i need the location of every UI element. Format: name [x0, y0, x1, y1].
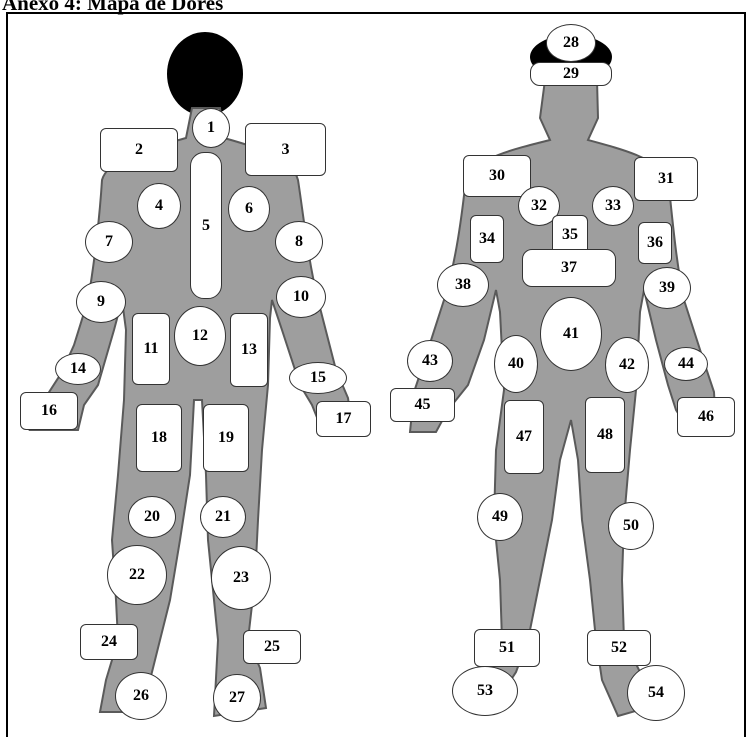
pain-region-51[interactable]: 51 — [474, 629, 540, 667]
pain-region-30[interactable]: 30 — [463, 155, 531, 197]
pain-region-34[interactable]: 34 — [470, 215, 504, 263]
pain-region-40[interactable]: 40 — [494, 335, 538, 393]
back-head-hair — [167, 32, 243, 116]
pain-region-6[interactable]: 6 — [228, 186, 270, 232]
pain-region-38[interactable]: 38 — [437, 263, 489, 307]
pain-region-16[interactable]: 16 — [20, 392, 78, 430]
pain-region-39[interactable]: 39 — [643, 267, 691, 309]
pain-region-52[interactable]: 52 — [587, 630, 651, 666]
pain-region-53[interactable]: 53 — [452, 666, 518, 716]
pain-region-26[interactable]: 26 — [115, 672, 167, 720]
pain-region-22[interactable]: 22 — [107, 545, 167, 605]
pain-region-31[interactable]: 31 — [634, 157, 698, 201]
pain-region-43[interactable]: 43 — [407, 340, 453, 382]
pain-region-28[interactable]: 28 — [546, 24, 596, 62]
pain-region-27[interactable]: 27 — [213, 674, 261, 722]
pain-region-17[interactable]: 17 — [316, 401, 371, 437]
pain-region-47[interactable]: 47 — [504, 400, 544, 474]
pain-region-14[interactable]: 14 — [55, 353, 101, 385]
pain-region-33[interactable]: 33 — [592, 186, 634, 226]
pain-region-44[interactable]: 44 — [664, 347, 708, 381]
pain-region-18[interactable]: 18 — [136, 404, 182, 472]
pain-region-25[interactable]: 25 — [243, 630, 301, 664]
pain-region-37[interactable]: 37 — [522, 249, 616, 287]
pain-region-13[interactable]: 13 — [230, 313, 268, 387]
pain-region-54[interactable]: 54 — [627, 665, 685, 721]
pain-region-7[interactable]: 7 — [85, 221, 133, 263]
pain-region-1[interactable]: 1 — [192, 108, 230, 148]
pain-region-45[interactable]: 45 — [390, 388, 455, 422]
pain-region-19[interactable]: 19 — [203, 404, 249, 472]
pain-region-41[interactable]: 41 — [540, 297, 602, 371]
pain-region-24[interactable]: 24 — [80, 624, 138, 660]
pain-region-23[interactable]: 23 — [211, 546, 271, 610]
pain-region-36[interactable]: 36 — [638, 222, 672, 264]
pain-region-3[interactable]: 3 — [245, 123, 326, 176]
pain-region-50[interactable]: 50 — [608, 502, 654, 550]
pain-region-12[interactable]: 12 — [174, 306, 226, 366]
pain-region-5[interactable]: 5 — [190, 152, 222, 299]
pain-region-10[interactable]: 10 — [276, 276, 326, 318]
pain-region-20[interactable]: 20 — [128, 496, 176, 538]
pain-region-21[interactable]: 21 — [200, 496, 246, 538]
pain-region-9[interactable]: 9 — [76, 281, 126, 323]
pain-region-46[interactable]: 46 — [677, 397, 735, 437]
pain-region-11[interactable]: 11 — [132, 313, 170, 385]
pain-region-15[interactable]: 15 — [289, 362, 347, 394]
pain-region-42[interactable]: 42 — [605, 337, 649, 393]
pain-region-4[interactable]: 4 — [137, 183, 181, 229]
pain-region-49[interactable]: 49 — [477, 493, 523, 541]
pain-region-8[interactable]: 8 — [275, 221, 323, 263]
pain-region-2[interactable]: 2 — [100, 128, 178, 172]
pain-region-48[interactable]: 48 — [585, 397, 625, 473]
pain-region-29[interactable]: 29 — [530, 62, 612, 86]
